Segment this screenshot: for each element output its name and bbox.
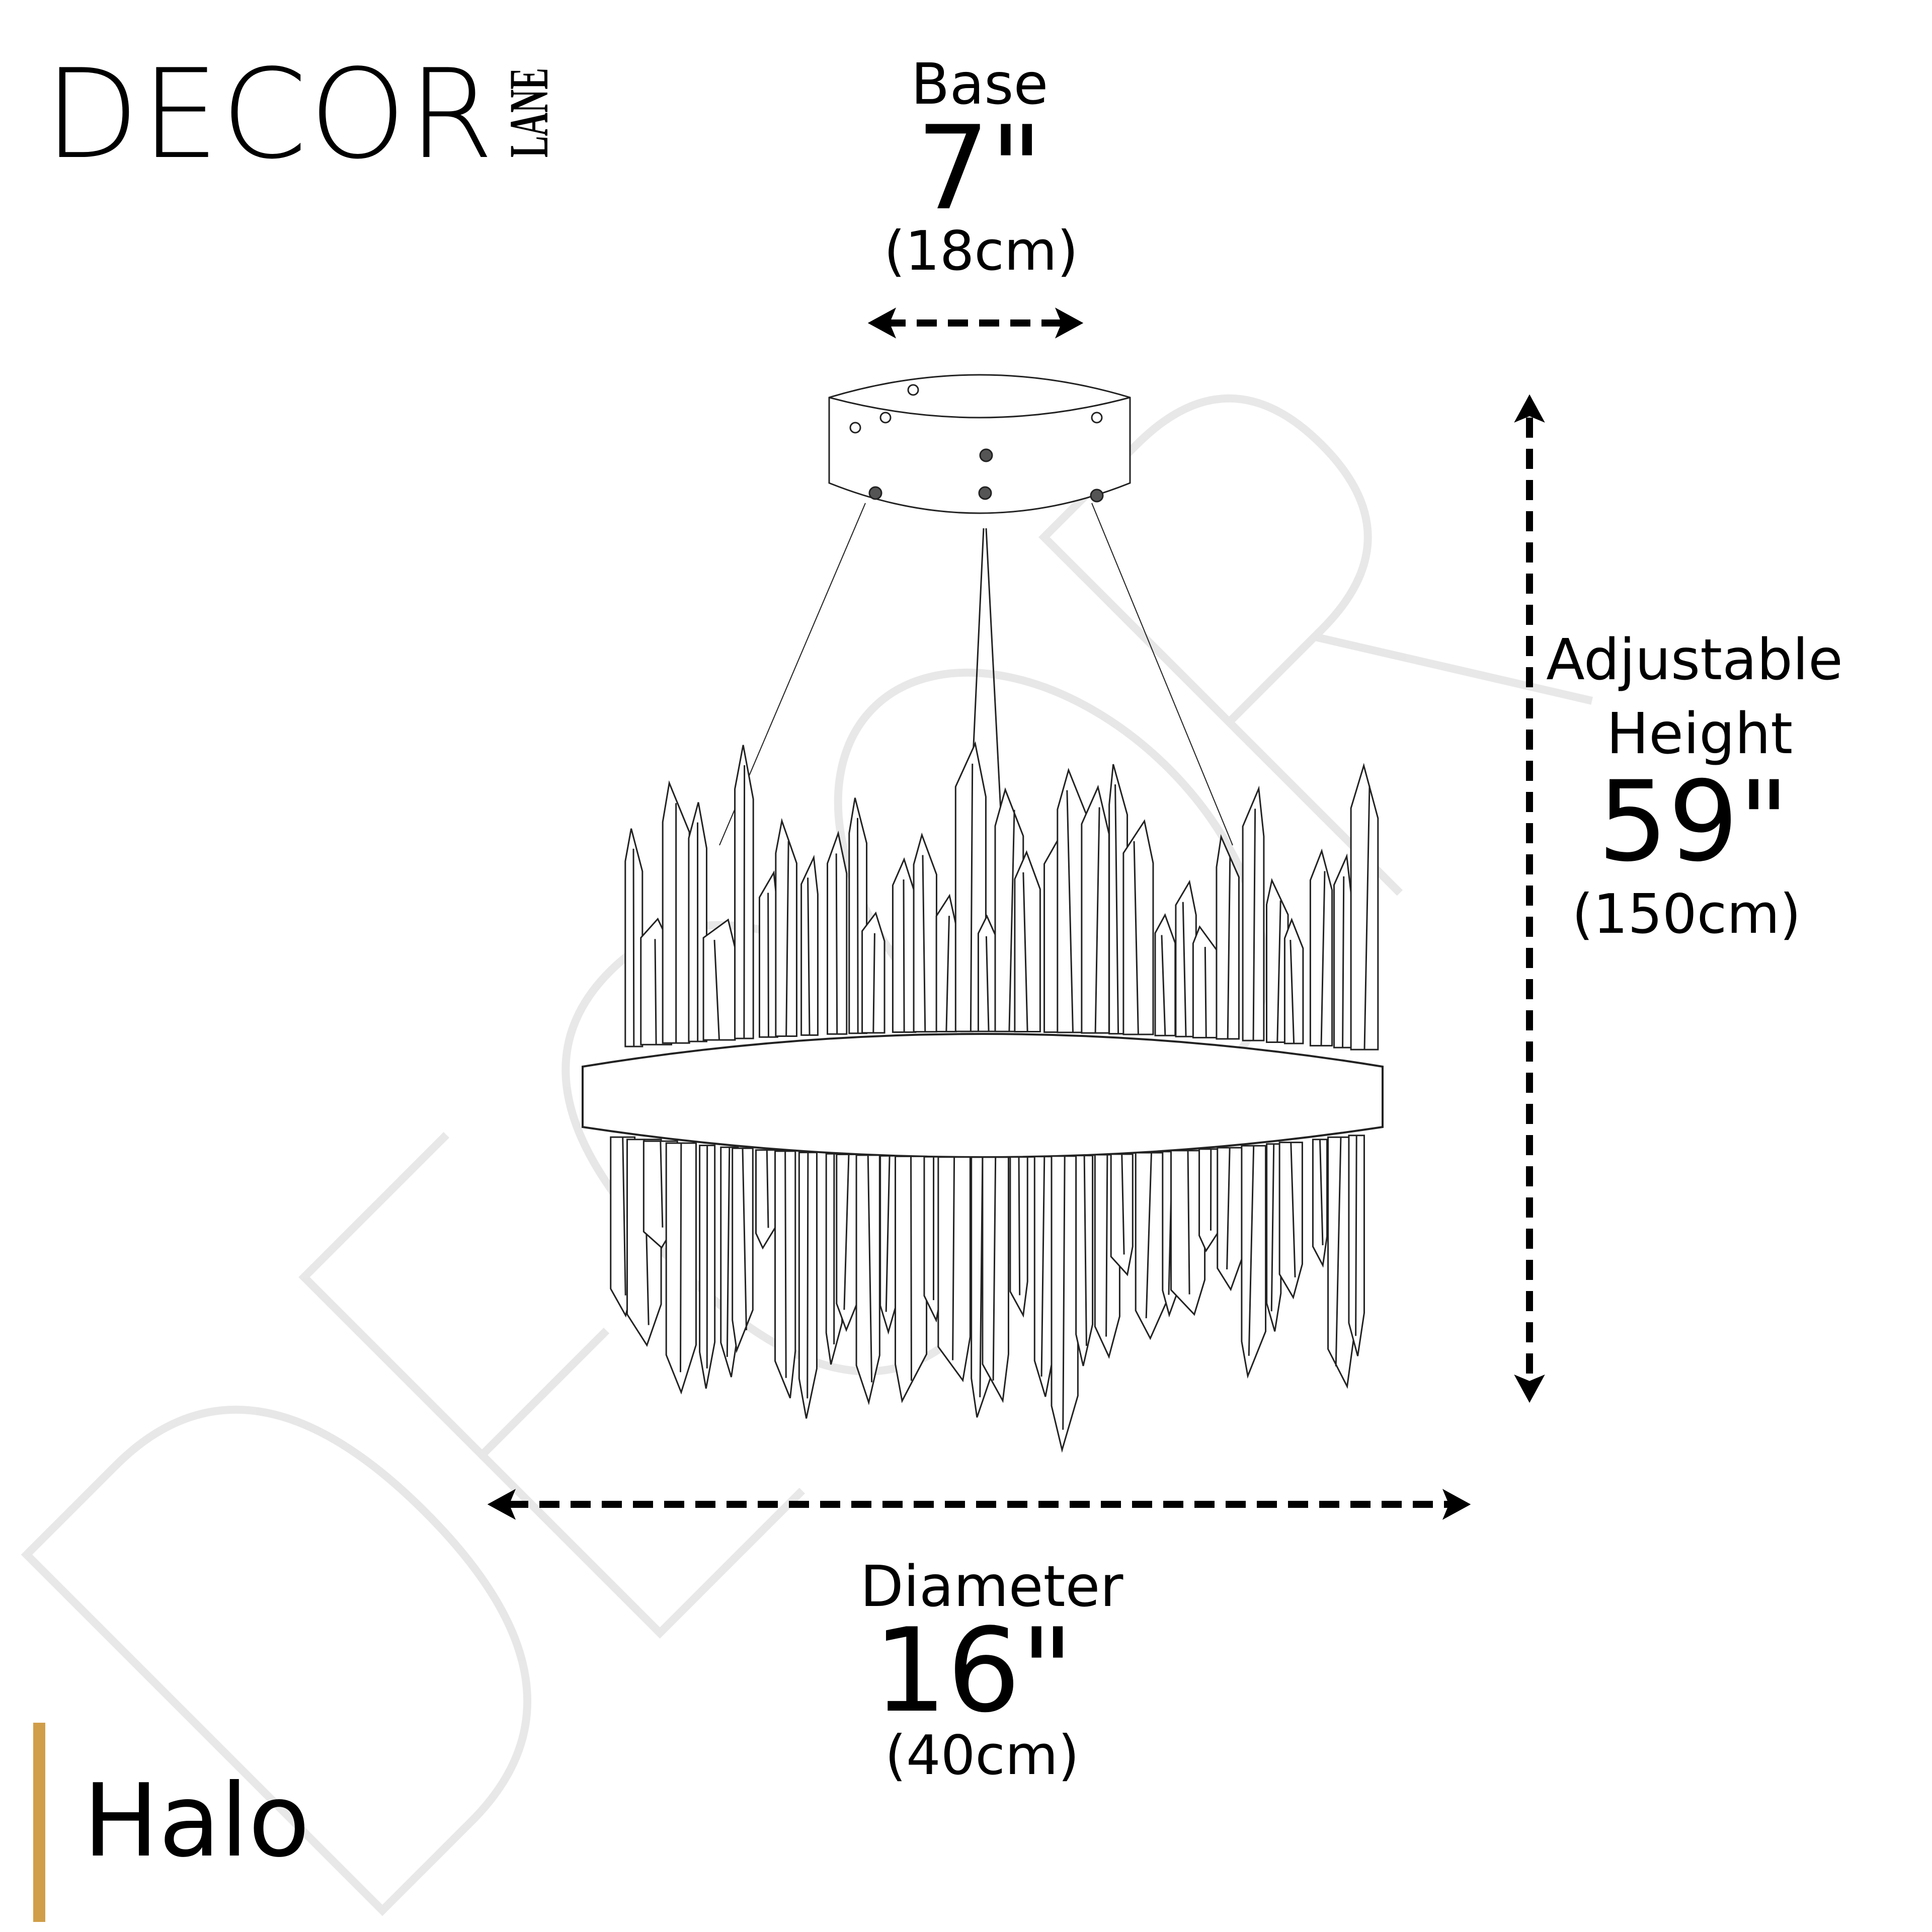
crystal	[798, 1152, 818, 1419]
crystal	[982, 1156, 1009, 1403]
diameter-imperial: 16"	[873, 1604, 1074, 1738]
crystal	[935, 894, 957, 1032]
arrows	[487, 307, 1545, 1520]
crystal	[1154, 913, 1176, 1036]
crystal	[702, 918, 736, 1041]
canopy	[828, 374, 1131, 514]
diameter-metric: (40cm)	[884, 1724, 1080, 1787]
crystal	[1241, 1145, 1267, 1379]
crystal	[1192, 925, 1220, 1038]
height-label-line1: Adjustable	[1546, 627, 1843, 693]
crystal	[937, 1156, 971, 1383]
crystal	[1110, 1153, 1134, 1276]
crystal	[699, 1145, 716, 1389]
crystal	[1266, 1143, 1282, 1332]
ring-band	[582, 1033, 1384, 1158]
crystal	[1217, 1147, 1243, 1292]
svg-text:LANE: LANE	[503, 68, 551, 157]
crystal	[1350, 763, 1379, 1051]
brand-logo-lane: LANE	[503, 68, 551, 157]
product-name: Halo	[83, 1762, 310, 1880]
base-imperial: 7"	[916, 102, 1043, 236]
crystal	[1216, 834, 1240, 1040]
crystal	[734, 745, 754, 1039]
accent-bar	[33, 1723, 45, 1922]
crystal	[861, 911, 886, 1034]
crystal	[913, 832, 937, 1033]
crystal	[1122, 819, 1154, 1035]
brand-logo-decor: DECOR	[44, 43, 496, 186]
height-arrow-icon	[1514, 394, 1545, 1403]
crystal	[774, 1150, 796, 1399]
crystal	[1309, 848, 1333, 1046]
crystal	[1265, 878, 1289, 1043]
crystal	[1348, 1135, 1365, 1356]
crystal	[827, 830, 848, 1035]
height-label-line2: Height	[1606, 701, 1793, 767]
height-metric: (150cm)	[1572, 883, 1801, 946]
diameter-arrow-icon	[487, 1489, 1471, 1520]
crystal	[665, 1142, 697, 1395]
crystal	[1075, 1155, 1094, 1366]
crystal	[855, 1154, 880, 1405]
crystal	[1327, 1136, 1354, 1389]
crystal	[1312, 1139, 1328, 1268]
crystal	[1081, 784, 1110, 1034]
crystal	[892, 857, 917, 1033]
crystal	[732, 1147, 754, 1353]
crystal	[1242, 788, 1265, 1041]
crystal	[1014, 850, 1041, 1033]
crystal	[758, 870, 778, 1038]
crystal	[895, 1155, 928, 1403]
crystal	[775, 818, 797, 1037]
crystal	[1333, 853, 1352, 1049]
crystal	[688, 802, 707, 1042]
crystal	[1051, 1155, 1079, 1453]
crystal	[755, 1149, 779, 1250]
base-label: Base	[911, 52, 1049, 117]
crystal	[624, 828, 643, 1048]
crystal	[662, 780, 690, 1044]
base-width-arrow-icon	[867, 307, 1084, 339]
crystal	[1278, 1142, 1303, 1300]
diameter-label: Diameter	[860, 1554, 1123, 1620]
base-metric: (18cm)	[883, 220, 1079, 283]
chandelier-illustration	[582, 374, 1384, 1453]
crystal	[800, 854, 819, 1036]
crystal	[1009, 1156, 1028, 1318]
crystal	[1283, 917, 1304, 1044]
height-imperial: 59"	[1597, 757, 1790, 886]
